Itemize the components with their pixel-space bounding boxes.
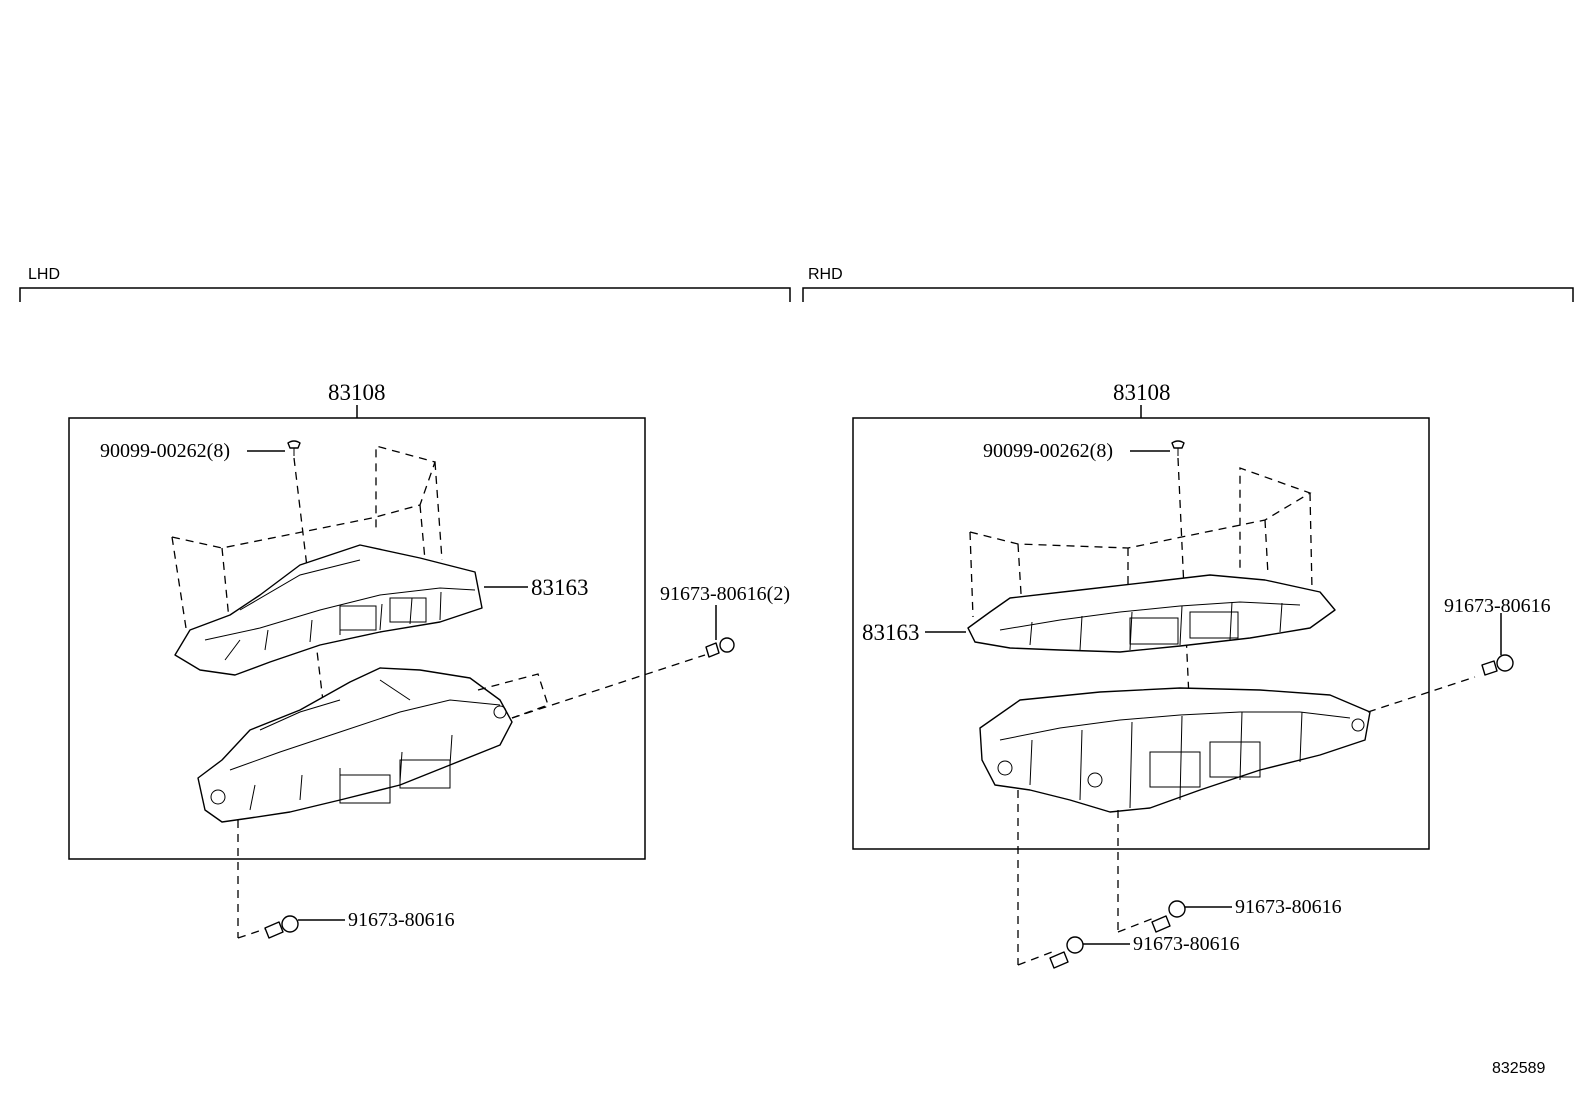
rhd-label: RHD xyxy=(808,266,843,283)
lhd-screw-number: 90099-00262(8) xyxy=(100,440,230,462)
lhd-assembly-box xyxy=(68,417,646,860)
lhd-bottom-bolt-icon xyxy=(264,915,299,939)
lhd-section-bracket xyxy=(19,287,791,302)
lhd-cover-number: 83163 xyxy=(531,575,589,600)
lhd-body-dashlines xyxy=(237,654,706,939)
rhd-screw-icon xyxy=(1171,440,1185,456)
rhd-side-bolt-number: 91673-80616 xyxy=(1444,595,1551,617)
rhd-assembly-number: 83108 xyxy=(1113,380,1171,405)
lhd-label: LHD xyxy=(28,266,60,283)
rhd-bottom-bolt-2-icon xyxy=(1049,936,1084,969)
rhd-bottom-bolt-2-number: 91673-80616 xyxy=(1133,933,1240,955)
figure-id: 832589 xyxy=(1492,1060,1545,1077)
rhd-assembly-box xyxy=(852,417,1430,850)
rhd-cover-part xyxy=(967,574,1336,653)
rhd-bottom-bolt-1-icon xyxy=(1151,900,1186,933)
rhd-body-dashlines xyxy=(1017,676,1476,966)
lhd-screw-icon xyxy=(287,440,301,456)
lhd-side-bolt-number: 91673-80616(2) xyxy=(660,583,790,605)
rhd-side-bolt-icon xyxy=(1481,654,1514,676)
lhd-bottom-bolt-number: 91673-80616 xyxy=(348,909,455,931)
lhd-side-bolt-icon xyxy=(705,637,735,658)
rhd-screw-number: 90099-00262(8) xyxy=(983,440,1113,462)
rhd-bottom-bolt-1-number: 91673-80616 xyxy=(1235,896,1342,918)
lhd-assembly-number: 83108 xyxy=(328,380,386,405)
lhd-body-part xyxy=(197,667,513,823)
rhd-cover-dashlines xyxy=(969,467,1313,618)
rhd-body-part xyxy=(979,687,1371,813)
rhd-cover-number: 83163 xyxy=(862,620,920,645)
rhd-section-bracket xyxy=(802,287,1574,302)
lhd-cover-part xyxy=(174,544,483,676)
